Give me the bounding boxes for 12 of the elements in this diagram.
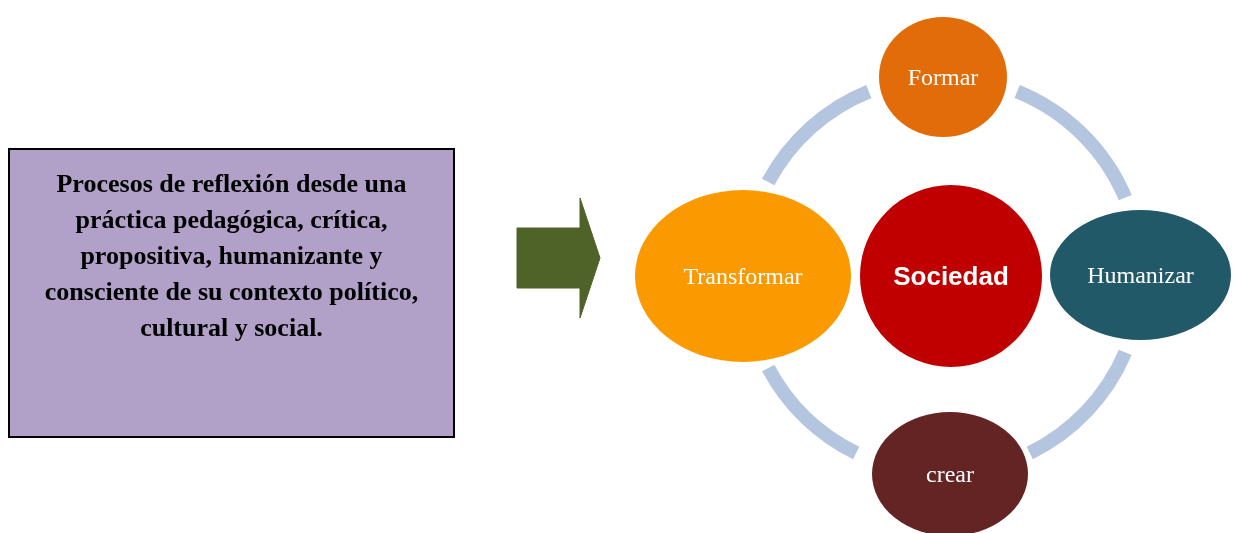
node-label: crear xyxy=(926,460,974,489)
node-label: Humanizar xyxy=(1087,261,1194,290)
node-label: Sociedad xyxy=(893,259,1009,293)
cycle-arc xyxy=(762,85,872,186)
cycle-arc xyxy=(1026,349,1132,460)
node-label: Transformar xyxy=(683,262,803,291)
cycle-arc xyxy=(1014,85,1132,201)
text-box xyxy=(8,148,455,438)
node-label: Formar xyxy=(907,63,979,92)
block-arrow xyxy=(516,197,601,319)
box-text: Procesos de reflexión desde una práctica pedagógica, crítica, propositiva, humanizante y consciente de su contexto político, cultural y social. xyxy=(43,168,420,344)
cycle-arc xyxy=(762,364,860,460)
